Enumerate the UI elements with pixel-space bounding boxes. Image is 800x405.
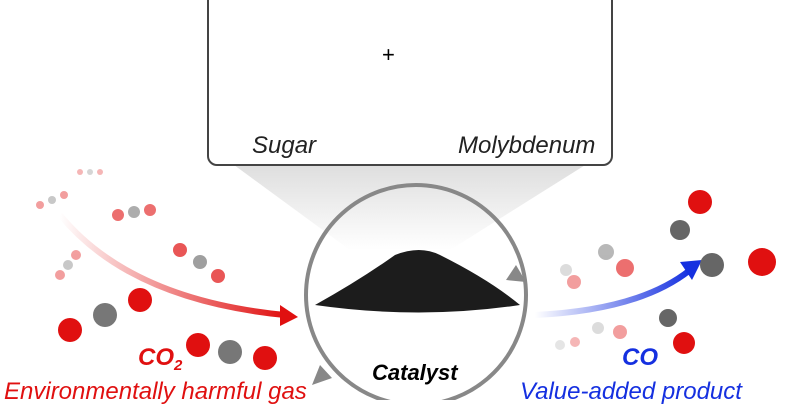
input-arrow bbox=[57, 213, 286, 318]
cycle-arrowhead-right bbox=[506, 265, 526, 282]
co2-label: CO2 bbox=[138, 344, 182, 374]
output-arrow bbox=[534, 267, 692, 318]
cycle-arrowhead-left bbox=[312, 365, 332, 385]
sugar-label: Sugar bbox=[252, 132, 317, 159]
molybdenum-label: Molybdenum bbox=[458, 132, 596, 159]
co2-description: Environmentally harmful gas bbox=[4, 378, 307, 405]
co2-formula: CO bbox=[138, 344, 174, 371]
catalyst-powder-icon bbox=[315, 250, 520, 313]
co-description: Value-added product bbox=[520, 378, 742, 405]
feedstock-panel bbox=[207, 0, 613, 166]
co2-subscript: 2 bbox=[174, 357, 183, 374]
catalytic-cycle-ring bbox=[304, 183, 528, 400]
projection-cone bbox=[230, 162, 590, 250]
co-molecules-icon bbox=[555, 190, 776, 354]
co2-molecules-icon bbox=[36, 169, 277, 370]
plus-sign: + bbox=[382, 42, 395, 67]
co-formula: CO bbox=[622, 344, 658, 371]
catalyst-label: Catalyst bbox=[372, 360, 458, 385]
